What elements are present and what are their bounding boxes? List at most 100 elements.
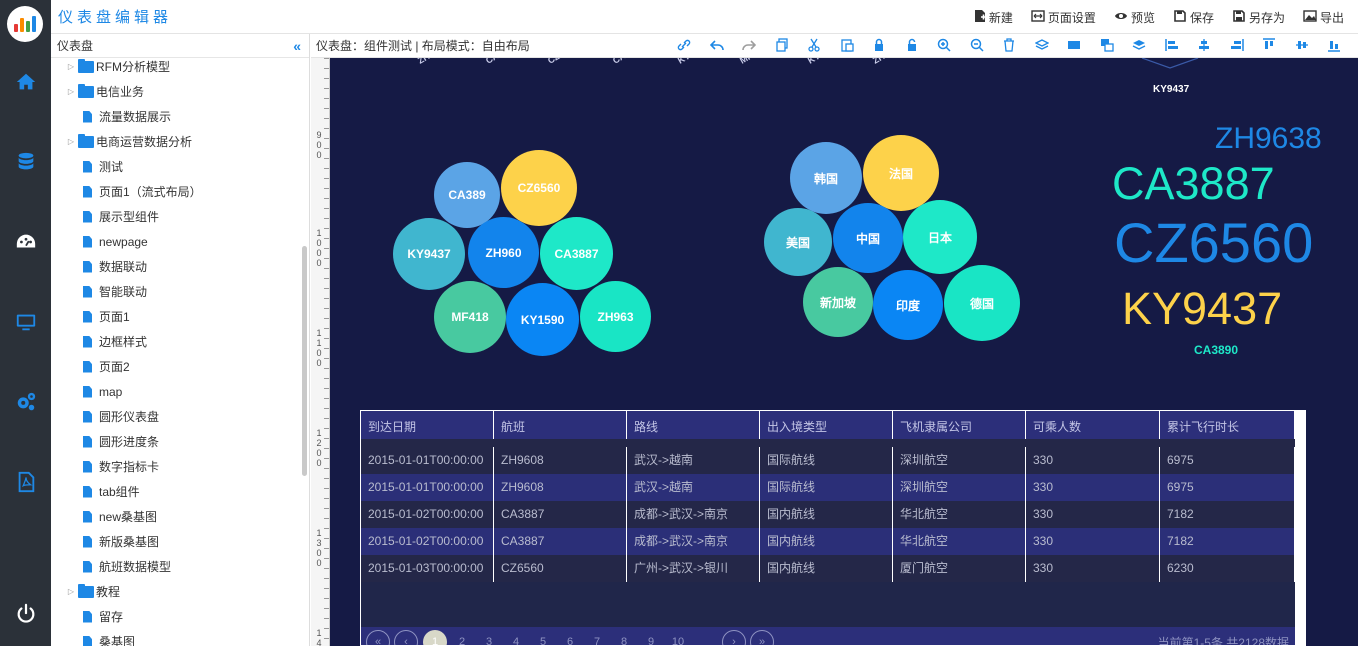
tree-item[interactable]: newpage — [51, 229, 301, 254]
bubble-mark[interactable]: 德国 — [944, 265, 1020, 341]
last-page-button[interactable]: » — [750, 630, 774, 645]
link-button[interactable] — [668, 34, 701, 58]
top-action-button[interactable]: 预览 — [1114, 9, 1155, 26]
top-action-button[interactable]: 页面设置 — [1031, 9, 1096, 26]
tree-item[interactable]: 页面1 — [51, 304, 301, 329]
expand-arrow-icon[interactable]: ▷ — [67, 587, 75, 596]
column-header[interactable]: 路线 — [627, 411, 760, 439]
tree-item[interactable]: 边框样式 — [51, 329, 301, 354]
copy-button[interactable] — [766, 34, 799, 58]
page-number-button[interactable]: 8 — [620, 636, 628, 645]
tree-scrollbar[interactable] — [302, 246, 307, 476]
word-cloud-term[interactable]: CA3890 — [1194, 343, 1239, 357]
bubble-mark[interactable]: KY9437 — [393, 218, 465, 290]
layers-button[interactable] — [1026, 34, 1059, 58]
word-cloud-term[interactable]: CA3887 — [1112, 158, 1275, 209]
nav-screen[interactable] — [0, 302, 51, 342]
page-number-button[interactable]: 3 — [485, 636, 493, 645]
align-center-button[interactable] — [1188, 34, 1221, 58]
page-number-button[interactable]: 6 — [566, 636, 574, 645]
tree-item[interactable]: ▷RFM分析模型 — [51, 54, 301, 79]
page-number-button[interactable]: 10 — [671, 636, 685, 645]
tree-item[interactable]: 留存 — [51, 604, 301, 629]
tree-item[interactable]: tab组件 — [51, 479, 301, 504]
tree-item[interactable]: 测试 — [51, 154, 301, 179]
lock-button[interactable] — [863, 34, 896, 58]
page-number-button[interactable]: 4 — [512, 636, 520, 645]
align-top-button[interactable] — [1253, 34, 1286, 58]
tree-item[interactable]: ▷教程 — [51, 579, 301, 604]
bubble-mark[interactable]: MF418 — [434, 281, 506, 353]
next-page-button[interactable]: › — [722, 630, 746, 645]
word-cloud-term[interactable]: CZ6560 — [1114, 211, 1314, 274]
top-action-button[interactable]: 另存为 — [1232, 9, 1285, 26]
bubble-mark[interactable]: ZH960 — [468, 217, 539, 288]
bubble-mark[interactable]: 日本 — [903, 200, 977, 274]
bubble-mark[interactable]: CA389 — [434, 162, 500, 228]
send-back-button[interactable] — [1091, 34, 1124, 58]
bubble-mark[interactable]: 韩国 — [790, 142, 862, 214]
bubble-mark[interactable]: 法国 — [863, 135, 939, 211]
nav-settings[interactable] — [0, 382, 51, 422]
tree-item[interactable]: 页面1（流式布局） — [51, 179, 301, 204]
tree-item[interactable]: 页面2 — [51, 354, 301, 379]
first-page-button[interactable]: « — [366, 630, 390, 645]
paste-button[interactable] — [831, 34, 864, 58]
tree-item[interactable]: 数字指标卡 — [51, 454, 301, 479]
tree-item[interactable]: 智能联动 — [51, 279, 301, 304]
page-number-button[interactable]: 9 — [647, 636, 655, 645]
group-button[interactable] — [1123, 34, 1156, 58]
bubble-mark[interactable]: CA3887 — [540, 217, 613, 290]
bubble-mark[interactable]: KY1590 — [506, 283, 579, 356]
tree-item[interactable]: 流量数据展示 — [51, 104, 301, 129]
undo-button[interactable] — [701, 34, 734, 58]
bring-front-button[interactable] — [1058, 34, 1091, 58]
tree-item[interactable]: 桑基图 — [51, 629, 301, 646]
page-number-button[interactable]: 2 — [458, 636, 466, 645]
prev-page-button[interactable]: ‹ — [394, 630, 418, 645]
bubble-mark[interactable]: 美国 — [764, 208, 832, 276]
page-number-button[interactable]: 5 — [539, 636, 547, 645]
bubble-mark[interactable]: 新加坡 — [803, 267, 873, 337]
bubble-mark[interactable]: 印度 — [873, 270, 943, 340]
column-header[interactable]: 可乘人数 — [1026, 411, 1160, 439]
column-header[interactable]: 出入境类型 — [760, 411, 893, 439]
tree-item[interactable]: 航班数据模型 — [51, 554, 301, 579]
column-header[interactable]: 航班 — [494, 411, 627, 439]
column-header[interactable]: 累计飞行时长 — [1160, 411, 1295, 439]
word-cloud-term[interactable]: ZH9638 — [1215, 122, 1322, 155]
bubble-mark[interactable]: ZH963 — [580, 281, 651, 352]
zoom-in-button[interactable] — [928, 34, 961, 58]
table-scrollbar[interactable] — [1296, 410, 1306, 626]
tree-item[interactable]: ▷电信业务 — [51, 79, 301, 104]
top-action-button[interactable]: 保存 — [1173, 9, 1214, 26]
tree-item[interactable]: new桑基图 — [51, 504, 301, 529]
tree-item[interactable]: 数据联动 — [51, 254, 301, 279]
align-bottom-button[interactable] — [1318, 34, 1351, 58]
flight-table-widget[interactable]: 到达日期航班路线出入境类型飞机隶属公司可乘人数累计飞行时长 2015-01-01… — [360, 410, 1306, 646]
word-cloud-term[interactable]: KY9437 — [1122, 283, 1283, 334]
top-action-button[interactable]: 导出 — [1303, 9, 1344, 26]
page-number-button[interactable]: 7 — [593, 636, 601, 645]
tree-item[interactable]: 圆形仪表盘 — [51, 404, 301, 429]
tree-item[interactable]: ▷电商运营数据分析 — [51, 129, 301, 154]
redo-button[interactable] — [733, 34, 766, 58]
tree-item[interactable]: 圆形进度条 — [51, 429, 301, 454]
nav-home[interactable] — [0, 62, 51, 102]
tree-item[interactable]: map — [51, 379, 301, 404]
align-middle-button[interactable] — [1286, 34, 1319, 58]
cut-button[interactable] — [798, 34, 831, 58]
expand-arrow-icon[interactable]: ▷ — [67, 87, 75, 96]
tree-item[interactable]: 展示型组件 — [51, 204, 301, 229]
bubble-mark[interactable]: 中国 — [833, 203, 903, 273]
align-left-button[interactable] — [1156, 34, 1189, 58]
zoom-out-button[interactable] — [961, 34, 994, 58]
trash-button[interactable] — [993, 34, 1026, 58]
bubble-mark[interactable]: CZ6560 — [501, 150, 577, 226]
align-right-button[interactable] — [1221, 34, 1254, 58]
